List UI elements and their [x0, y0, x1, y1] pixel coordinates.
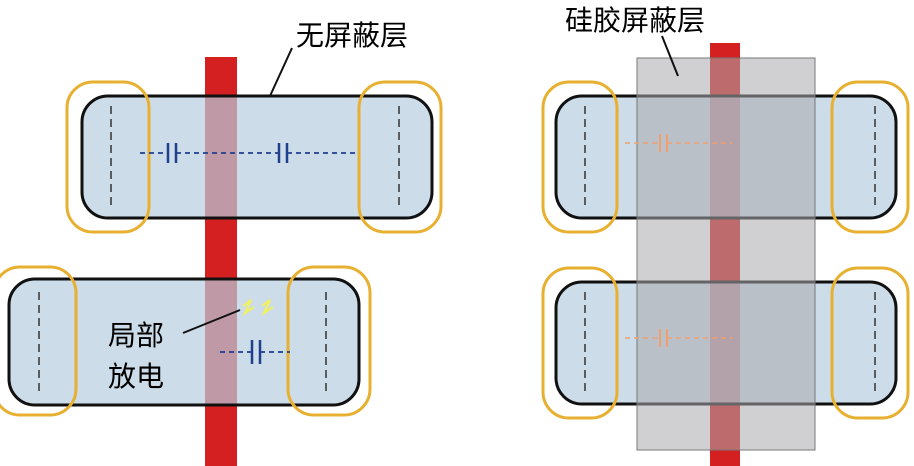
capacitor-chain-bottom-left	[220, 340, 290, 364]
end-ring-top-right-a	[541, 80, 619, 234]
end-ring-top-left-b	[357, 80, 443, 234]
capacitor-chain-top-right	[625, 134, 732, 152]
leader-no-shield	[269, 47, 293, 97]
end-ring-bottom-right-b	[830, 266, 910, 420]
discharge-spark-icon	[242, 299, 274, 317]
end-ring-top-left-a	[65, 80, 151, 234]
end-ring-bottom-left-a	[0, 265, 78, 417]
end-ring-bottom-left-b	[286, 265, 372, 417]
label-partial-discharge-1: 局部	[108, 319, 164, 352]
end-ring-top-right-b	[830, 80, 910, 234]
silicone-shield-layer	[636, 57, 816, 451]
left-panel-no-shield: 无屏蔽层 局部 放电	[0, 19, 443, 466]
label-partial-discharge-2: 放电	[108, 360, 164, 393]
leader-partial-discharge	[182, 309, 241, 334]
end-ring-bottom-right-a	[541, 266, 619, 420]
label-no-shield: 无屏蔽层	[296, 19, 408, 52]
coil-top-left	[65, 80, 443, 234]
coil-bottom-left	[0, 265, 372, 417]
leader-silicone-shield	[661, 35, 679, 77]
capacitor-chain-bottom-right	[625, 329, 732, 347]
right-panel-silicone-shield: 硅胶屏蔽层	[541, 4, 910, 466]
capacitor-chain-top-left	[140, 143, 355, 163]
label-silicone-shield: 硅胶屏蔽层	[565, 4, 705, 37]
